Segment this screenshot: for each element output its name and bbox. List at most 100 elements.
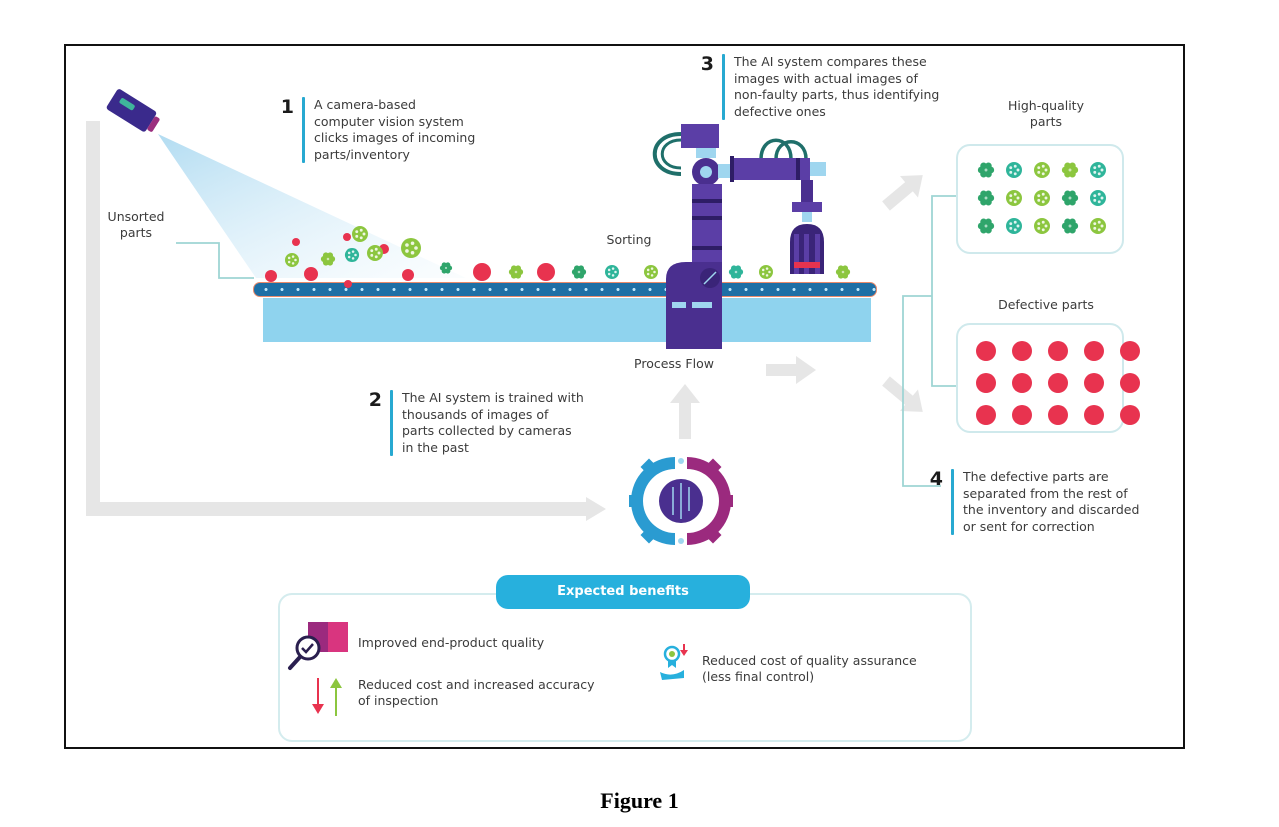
defective-part: [344, 280, 352, 288]
camera-icon: [106, 89, 160, 132]
defective-part: [1084, 373, 1104, 393]
defective-parts-grid: [976, 341, 1140, 425]
defective-part: [1084, 341, 1104, 361]
good-part: [1006, 190, 1022, 206]
benefits-box: [278, 593, 972, 742]
defective-part: [1120, 405, 1140, 425]
good-part: [1034, 218, 1050, 234]
belt-parts: [265, 226, 851, 288]
step-4: 4 The defective parts are separated from…: [925, 469, 1139, 535]
benefit-reduced-qa-cost: Reduced cost of quality assurance (less …: [702, 653, 917, 684]
defective-part: [1120, 373, 1140, 393]
good-part: [1034, 190, 1050, 206]
defective-part: [1012, 405, 1032, 425]
defective-part: [1120, 341, 1140, 361]
step-1: 1 A camera-based computer vision system …: [276, 97, 475, 163]
defective-part: [976, 373, 996, 393]
defective-parts-label: Defective parts: [998, 297, 1094, 312]
good-part: [728, 265, 744, 279]
output-connector: [902, 195, 956, 487]
step-bar: [302, 97, 305, 163]
diagram-frame: 1 A camera-based computer vision system …: [64, 44, 1185, 749]
defective-part: [976, 405, 996, 425]
sorting-label: Sorting: [606, 232, 652, 247]
training-data-arrowhead: [586, 497, 606, 521]
step-text: The AI system compares these images with…: [734, 54, 940, 119]
unsorted-parts-label: Unsorted parts: [107, 209, 165, 240]
good-part: [977, 190, 995, 206]
good-part: [439, 262, 453, 274]
good-part: [401, 238, 421, 258]
step-3: 3 The AI system compares these images wi…: [696, 54, 939, 120]
good-part: [1090, 190, 1106, 206]
step-text: The defective parts are separated from t…: [963, 469, 1140, 534]
step-text: The AI system is trained with thousands …: [402, 390, 584, 455]
defective-part: [402, 269, 414, 281]
training-data-arrow: [86, 121, 586, 516]
robot-arm-icon: [652, 124, 826, 349]
benefit-reduced-cost-inspection: Reduced cost and increased accuracy of i…: [358, 677, 595, 708]
good-part: [644, 265, 658, 279]
step-2: 2 The AI system is trained with thousand…: [364, 390, 584, 456]
ai-brain-gear-icon: [629, 457, 733, 545]
good-part: [1006, 162, 1022, 178]
good-part: [605, 265, 619, 279]
defective-part: [343, 233, 351, 241]
good-part: [759, 265, 773, 279]
step-bar: [951, 469, 954, 535]
good-part: [345, 248, 359, 262]
defective-part: [1084, 405, 1104, 425]
good-part: [352, 226, 368, 242]
high-quality-parts-grid: [977, 162, 1106, 234]
good-part: [1061, 218, 1079, 234]
good-part: [571, 265, 587, 279]
defective-part: [1048, 341, 1068, 361]
good-part: [977, 218, 995, 234]
to-high-quality-arrow: [882, 175, 923, 211]
step-bar: [390, 390, 393, 456]
defective-part: [265, 270, 277, 282]
defective-part: [537, 263, 555, 281]
step-bar: [722, 54, 725, 120]
process-flow-label: Process Flow: [634, 356, 714, 371]
defective-part: [292, 238, 300, 246]
quality-badge-hand-icon: [660, 644, 688, 680]
good-part: [1090, 162, 1106, 178]
step-text: A camera-based computer vision system cl…: [314, 97, 476, 162]
ai-to-process-arrow: [679, 401, 691, 439]
good-part: [285, 253, 299, 267]
defective-part: [304, 267, 318, 281]
high-quality-parts-label: High-quality parts: [1007, 98, 1084, 129]
defective-part: [1048, 373, 1068, 393]
conveyor-table: [263, 298, 871, 342]
defective-part: [1012, 341, 1032, 361]
step-number: 2: [368, 389, 382, 411]
good-part: [1090, 218, 1106, 234]
down-up-arrows-icon: [312, 678, 342, 716]
defective-part: [473, 263, 491, 281]
figure-caption: Figure 1: [600, 788, 679, 813]
step-number: 3: [700, 53, 714, 75]
step-number: 1: [280, 96, 294, 118]
process-flow-arrow: [766, 364, 798, 376]
good-part: [508, 265, 524, 279]
good-part: [977, 162, 995, 178]
good-part: [367, 245, 383, 261]
benefit-improved-quality: Improved end-product quality: [358, 635, 545, 650]
defective-part: [1048, 405, 1068, 425]
camera-beam: [158, 134, 466, 278]
good-part: [320, 252, 336, 266]
good-part: [1034, 162, 1050, 178]
benefits-title: Expected benefits: [496, 575, 750, 609]
flow-arrows: [86, 121, 956, 521]
step-number: 4: [929, 468, 943, 490]
to-defective-arrow: [882, 376, 923, 412]
magnifier-check-icon: [288, 622, 348, 670]
good-part: [1061, 162, 1079, 178]
defective-part: [1012, 373, 1032, 393]
good-part: [1061, 190, 1079, 206]
good-part: [835, 265, 851, 279]
good-part: [1006, 218, 1022, 234]
unsorted-connector: [176, 242, 254, 279]
defective-part: [976, 341, 996, 361]
